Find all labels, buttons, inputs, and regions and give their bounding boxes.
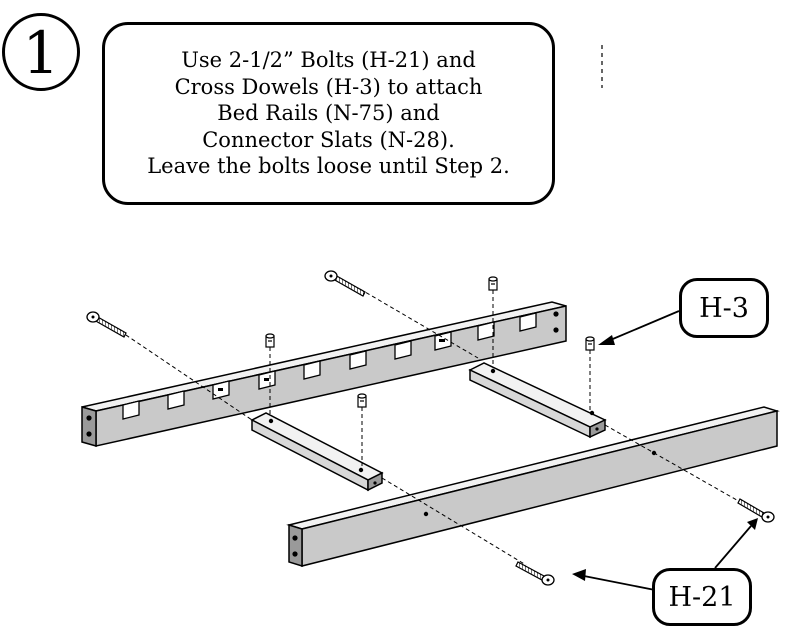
- cross-dowel-1: [265, 333, 275, 348]
- connector-slat-right: [468, 362, 607, 439]
- cross-dowel-2: [357, 393, 367, 408]
- callout-cross-dowel: H-3: [679, 278, 769, 338]
- bolt-back-left: [86, 311, 127, 338]
- connector-slat-left: [250, 412, 384, 492]
- instruction-line: Bed Rails (N-75) and: [217, 101, 440, 126]
- assembly-guide-lines: [119, 288, 743, 566]
- front-bed-rail: [286, 406, 780, 568]
- instruction-box: Use 2-1/2” Bolts (H-21) and Cross Dowels…: [102, 22, 555, 205]
- instruction-line: Leave the bolts loose until Step 2.: [147, 154, 510, 179]
- bolt-front-right: [737, 498, 775, 523]
- instruction-line: Use 2-1/2” Bolts (H-21) and: [181, 48, 476, 73]
- callout-bolt: H-21: [652, 568, 752, 626]
- cross-dowel-3: [488, 276, 498, 291]
- step-number: 1: [22, 19, 60, 87]
- instruction-line: Cross Dowels (H-3) to attach: [174, 74, 483, 99]
- callout-cross-dowel-label: H-3: [699, 292, 749, 324]
- callout-arrows: [572, 310, 758, 591]
- bolt-back-right: [324, 270, 366, 297]
- back-bed-rail: [81, 301, 567, 447]
- bolt-front-left: [515, 561, 555, 586]
- step-number-badge: 1: [2, 13, 80, 91]
- callout-bolt-label: H-21: [668, 581, 736, 613]
- cross-dowel-4: [585, 336, 595, 351]
- instruction-line: Connector Slats (N-28).: [202, 127, 455, 152]
